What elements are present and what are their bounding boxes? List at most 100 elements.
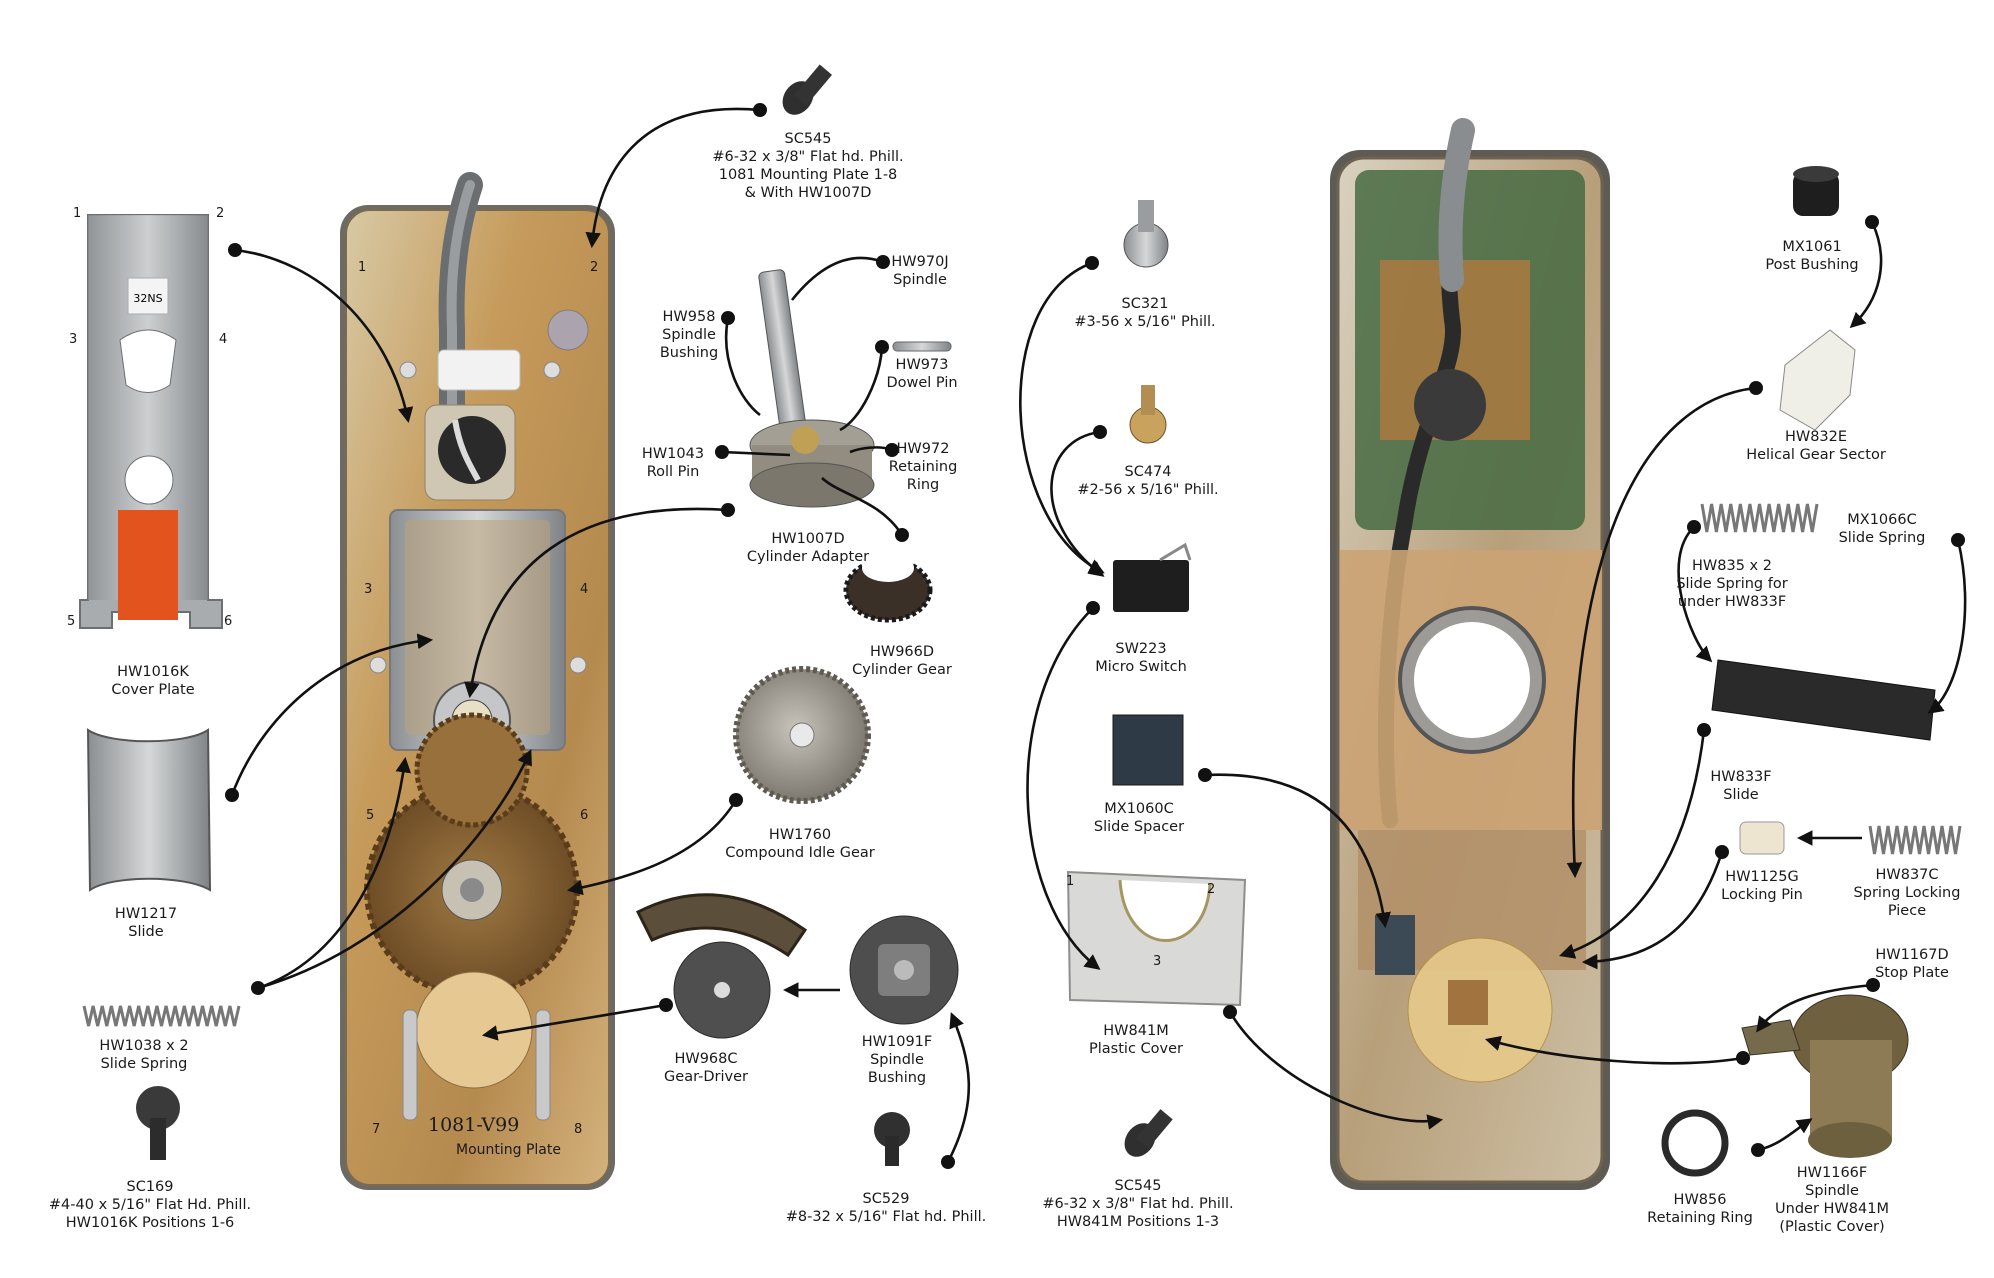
label-line: Spindle — [893, 272, 947, 288]
spindle-hw1166f — [1791, 994, 1909, 1158]
screw-sc321 — [1123, 200, 1169, 268]
leader-lines — [230, 107, 1967, 1163]
label-line: Compound Idle Gear — [725, 845, 875, 861]
label-line: (Plastic Cover) — [1779, 1219, 1885, 1235]
mounting-plate-model: 1081-V99 — [428, 1114, 520, 1136]
label-line: HW1760 — [768, 827, 832, 843]
label-line: #2-56 x 5/16" Phill. — [1077, 482, 1219, 498]
label-line: HW833F — [1710, 769, 1772, 785]
label-line: SC321 — [1121, 296, 1169, 312]
label-line: #3-56 x 5/16" Phill. — [1074, 314, 1216, 330]
label-line: Roll Pin — [646, 464, 700, 480]
label-line: Slide Spring for — [1676, 576, 1788, 592]
label-sc545-bottom: SC545#6-32 x 3/8" Flat hd. Phill.HW841M … — [1042, 1177, 1233, 1231]
label-line: HW841M Positions 1-3 — [1056, 1214, 1220, 1230]
plate-position-1: 1 — [358, 260, 367, 275]
leader-dot — [1715, 845, 1729, 859]
leader-dot — [1749, 381, 1763, 395]
leader-dot — [1865, 215, 1879, 229]
label-line: HW835 x 2 — [1692, 558, 1772, 574]
label-line: Ring — [906, 477, 940, 493]
cover-position-6: 6 — [224, 614, 233, 629]
label-line: Under HW841M — [1775, 1201, 1889, 1217]
label-line: HW1125G — [1725, 869, 1799, 885]
label-line: MX1061 — [1782, 239, 1842, 255]
label-line: #4-40 x 5/16" Flat Hd. Phill. — [48, 1197, 252, 1213]
leader-dot — [1223, 1005, 1237, 1019]
slide-spring-hw835 — [1700, 503, 1819, 533]
leader-dot — [251, 981, 265, 995]
leader-dot — [1085, 256, 1099, 270]
label-line: #6-32 x 3/8" Flat hd. Phill. — [1042, 1196, 1234, 1212]
compound-idle-gear-hw1760 — [733, 666, 871, 804]
label-sc169: SC169#4-40 x 5/16" Flat Hd. Phill.HW1016… — [49, 1178, 251, 1232]
leader-dot — [1093, 425, 1107, 439]
spindle-bushing-hw1091f — [849, 915, 959, 1025]
screw-sc545-top — [782, 64, 832, 115]
label-line: Cylinder Adapter — [746, 549, 870, 565]
gear-driver-hw968c — [635, 893, 808, 1039]
label-line: HW856 — [1673, 1192, 1727, 1208]
label-hw1038: HW1038 x 2 Slide Spring — [99, 1037, 188, 1073]
cover-position-3: 3 — [69, 332, 78, 347]
leader-dots — [225, 103, 1965, 1169]
label-line: HW1167D — [1875, 947, 1949, 963]
label-line: SW223 — [1115, 641, 1167, 657]
label-line: Slide — [1723, 787, 1759, 803]
mounting-plate — [340, 172, 615, 1190]
label-line: Cylinder Gear — [852, 662, 952, 678]
label-line: HW1038 x 2 — [99, 1038, 189, 1054]
leader-dot — [1697, 723, 1711, 737]
label-line: Spindle — [870, 1052, 924, 1068]
screw-sc545-bottom — [1124, 1109, 1173, 1157]
leader-dot — [875, 340, 889, 354]
label-line: Post Bushing — [1765, 257, 1859, 273]
label-line: Slide Spring — [100, 1056, 188, 1072]
cover-plate-sticker: 32NS — [133, 292, 162, 305]
label-line: Bushing — [867, 1070, 927, 1086]
spindle-assembly-hw1007d — [749, 269, 875, 508]
leader-dot — [715, 445, 729, 459]
label-sc474: SC474#2-56 x 5/16" Phill. — [1077, 463, 1218, 499]
label-line: Helical Gear Sector — [1746, 447, 1886, 463]
label-line: SC545 — [784, 131, 832, 147]
label-line: HW1166F — [1796, 1165, 1868, 1181]
label-line: Piece — [1887, 903, 1927, 919]
label-line: Slide Spacer — [1093, 819, 1185, 835]
cover-position-5: 5 — [67, 614, 76, 629]
label-line: HW968C — [674, 1051, 738, 1067]
leader-dot — [941, 1155, 955, 1169]
stop-plate-hw1167d — [1741, 1019, 1801, 1056]
label-line: Spindle — [1805, 1183, 1859, 1199]
label-line: HW972 — [896, 441, 950, 457]
leader-dot — [885, 443, 899, 457]
label-line: Plastic Cover — [1089, 1041, 1183, 1057]
plate-position-5: 5 — [366, 808, 375, 823]
label-hw833f: HW833F Slide — [1710, 768, 1771, 804]
label-line: HW958 — [662, 309, 716, 325]
slide-spring-hw1038 — [82, 1005, 241, 1027]
label-line: Slide Spring — [1838, 530, 1926, 546]
leader-dot — [729, 793, 743, 807]
label-sc321: SC321 #3-56 x 5/16" Phill. — [1074, 295, 1215, 331]
label-line: Locking Pin — [1721, 887, 1803, 903]
label-line: MX1066C — [1847, 512, 1917, 528]
screw-sc169 — [136, 1086, 180, 1160]
label-sc529: SC529#8-32 x 5/16" Flat hd. Phill. — [786, 1190, 987, 1226]
label-line: HW1217 — [114, 906, 178, 922]
cover-position-4: 4 — [219, 332, 228, 347]
label-line: SC529 — [862, 1191, 910, 1207]
plastic-cover-hw841m — [1066, 870, 1247, 1007]
screw-sc474 — [1129, 385, 1167, 444]
